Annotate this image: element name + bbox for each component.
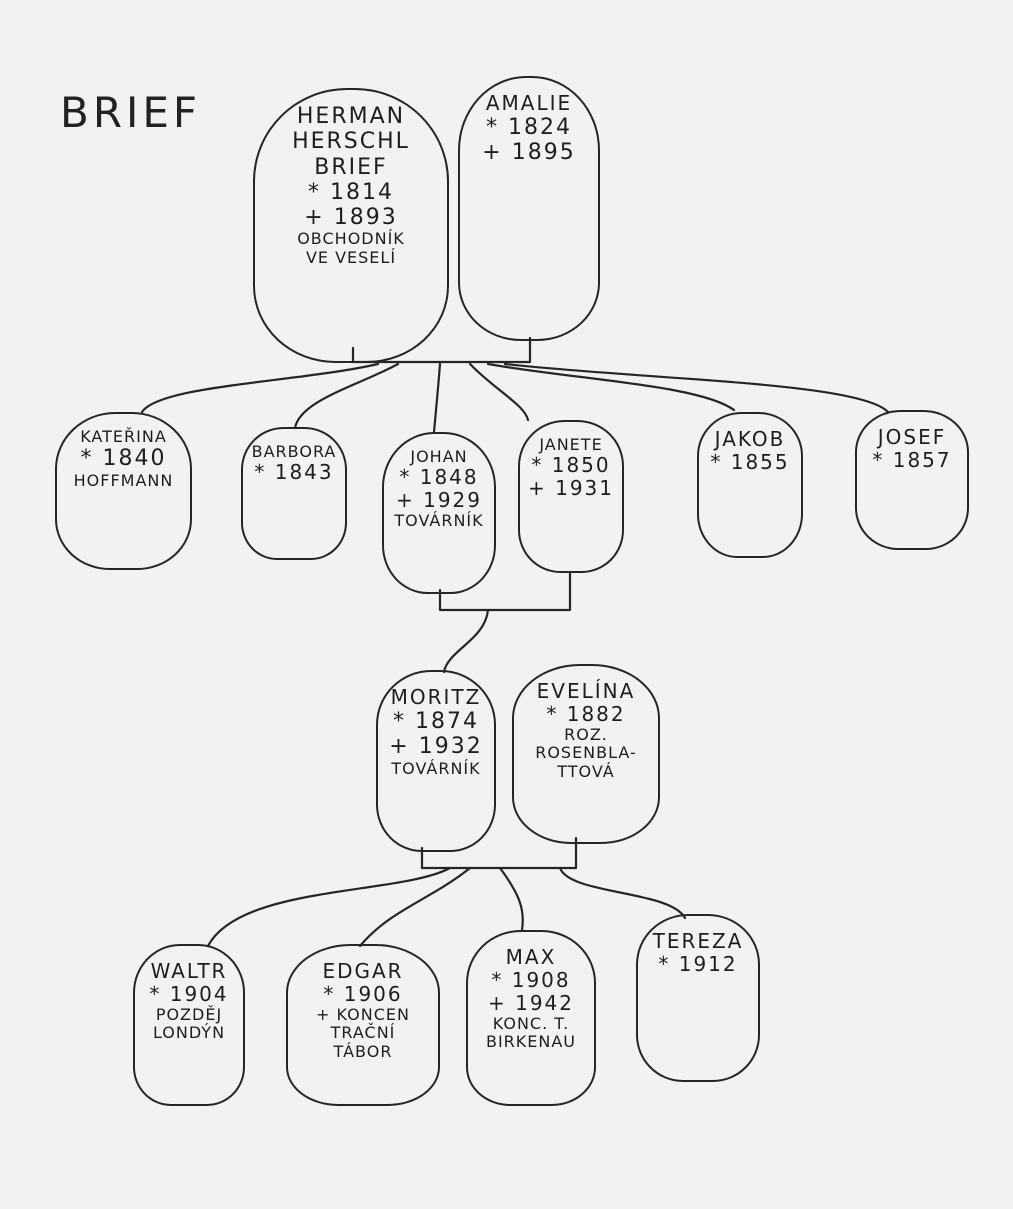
person-katerina-line-3: HOFFMANN [73,470,174,490]
person-johan-line-3: + 1929 [395,488,482,513]
person-herman-line-2: HERSCHL [292,129,410,155]
person-herman: HERMAN HERSCHL BRIEF * 1814 + 1893 OBCHO… [253,88,449,363]
person-evelina-line-4: ROSENBLA- [535,743,637,763]
person-waltr-line-2: * 1904 [149,982,229,1006]
person-jakob: JAKOB * 1855 [697,412,803,558]
person-herman-line-5: + 1893 [304,205,398,231]
person-katerina-line-1: KATEŘINA [80,427,167,446]
person-jakob-line-1: JAKOB [714,427,786,451]
person-evelina: EVELÍNA * 1882 ROZ. ROSENBLA- TTOVÁ [512,664,660,844]
person-max-line-1: MAX [505,945,557,969]
person-max-line-4: KONC. T. [492,1014,570,1033]
person-jakob-line-2: * 1855 [710,450,790,474]
person-moritz: MORITZ * 1874 + 1932 TOVÁRNÍK [376,670,496,852]
person-moritz-line-2: * 1874 [393,709,479,734]
connector-couple-johan-janete [438,570,572,612]
person-edgar-line-4: TRAČNÍ [330,1023,396,1043]
person-tereza-line-1: TEREZA [652,929,744,953]
person-edgar-line-3: + KONCEN [316,1005,410,1024]
connector-to-johan [432,362,442,434]
person-amalie-line-1: AMALIE [485,91,573,115]
person-edgar: EDGAR * 1906 + KONCEN TRAČNÍ TÁBOR [286,944,440,1106]
person-max-line-5: BIRKENAU [485,1032,577,1052]
connector-to-max [498,866,524,932]
person-herman-line-4: * 1814 [308,179,394,205]
person-edgar-line-2: * 1906 [323,982,403,1006]
person-janete-line-3: + 1931 [527,476,614,501]
person-johan-line-2: * 1848 [399,465,479,490]
connector-to-edgar [358,866,472,948]
connector-to-tereza [558,866,687,920]
person-barbora: BARBORA * 1843 [241,427,347,560]
person-janete-line-2: * 1850 [531,453,611,478]
person-katerina: KATEŘINA * 1840 HOFFMANN [55,412,192,570]
person-waltr-line-1: WALTR [150,959,228,983]
connector-to-moritz [442,608,490,674]
person-evelina-line-2: * 1882 [546,702,626,726]
person-waltr-line-4: LONDÝN [152,1023,226,1043]
connector-to-waltr [206,866,452,948]
person-barbora-line-2: * 1843 [254,460,334,485]
person-herman-line-6: OBCHODNÍK [297,229,405,249]
person-amalie: AMALIE * 1824 + 1895 [458,76,600,341]
person-amalie-line-3: + 1895 [482,140,576,166]
person-tereza-line-2: * 1912 [658,952,738,976]
person-edgar-line-5: TÁBOR [333,1041,393,1061]
person-evelina-line-3: ROZ. [564,725,608,744]
person-max: MAX * 1908 + 1942 KONC. T. BIRKENAU [466,930,596,1106]
person-max-line-2: * 1908 [491,968,571,992]
connector-to-katerina [140,362,380,414]
person-josef-line-2: * 1857 [872,448,952,472]
connector-to-jakob [486,362,736,412]
person-janete-line-1: JANETE [539,435,603,454]
person-herman-line-3: BRIEF [314,154,388,180]
person-edgar-line-1: EDGAR [322,959,404,983]
person-johan-line-1: JOHAN [410,447,468,466]
person-herman-line-1: HERMAN [296,104,406,129]
person-tereza: TEREZA * 1912 [636,914,760,1082]
person-evelina-line-1: EVELÍNA [536,679,636,703]
connector-to-barbora [293,362,400,430]
person-moritz-line-3: + 1932 [389,734,483,760]
person-moritz-line-1: MORITZ [390,685,482,709]
person-waltr: WALTR * 1904 POZDĚJ LONDÝN [133,944,245,1106]
person-evelina-line-5: TTOVÁ [557,761,615,781]
person-johan: JOHAN * 1848 + 1929 TOVÁRNÍK [382,432,496,594]
person-janete: JANETE * 1850 + 1931 [518,420,624,573]
person-josef-line-1: JOSEF [877,425,947,449]
person-katerina-line-2: * 1840 [80,446,167,472]
person-herman-line-7: VE VESELÍ [305,247,397,267]
person-waltr-line-3: POZDĚJ [155,1005,223,1024]
connector-to-janete [468,362,530,422]
person-josef: JOSEF * 1857 [855,410,969,550]
person-max-line-3: + 1942 [487,991,574,1015]
person-amalie-line-2: * 1824 [486,115,572,140]
person-barbora-line-1: BARBORA [251,442,337,461]
person-moritz-line-4: TOVÁRNÍK [391,758,481,778]
diagram-title: BRIEF [60,88,202,137]
person-johan-line-4: TOVÁRNÍK [394,511,484,531]
connector-to-josef [503,362,890,414]
